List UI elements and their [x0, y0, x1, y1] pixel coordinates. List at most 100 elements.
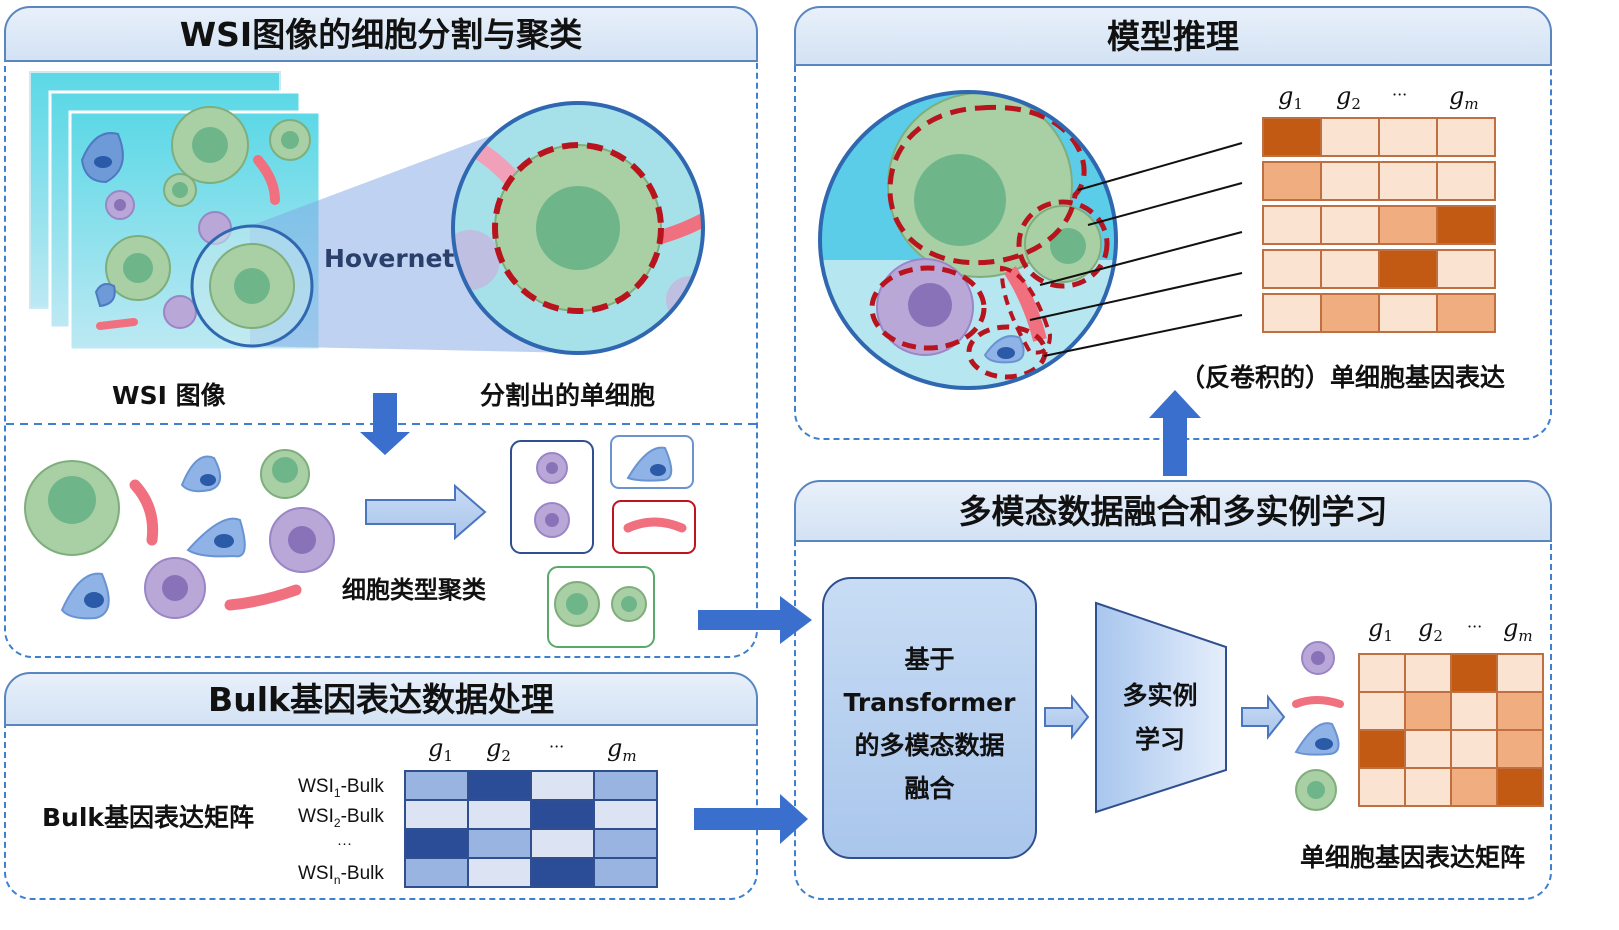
heatmap-cell	[1436, 161, 1496, 201]
transformer-fusion-text: 基于 Transformer 的多模态数据 融合	[823, 638, 1036, 810]
bulk-g1: g1	[428, 734, 453, 765]
heatmap-cell	[1436, 117, 1496, 157]
down-arrow	[360, 393, 410, 455]
inf-dots: ···	[1392, 85, 1407, 104]
gene-headers: g1 g2 ··· gm g1 g2 ··· gm g1 g2 ··· gm	[428, 82, 1533, 765]
heatmap-cell	[1450, 767, 1498, 807]
hovernet-label: Hovernet	[324, 244, 455, 273]
heatmap-cell	[530, 770, 595, 801]
bulk-row-label: ···	[337, 835, 352, 852]
heatmap-cell	[1262, 161, 1322, 201]
heatmap-cell	[1404, 767, 1452, 807]
bulk-row-label: WSI2-Bulk	[298, 806, 384, 830]
zoom-source-nucleus	[234, 268, 270, 304]
transformer-line: 融合	[904, 774, 955, 803]
heatmap-cell	[1378, 205, 1438, 245]
heatmap-cell	[1262, 293, 1322, 333]
heatmap-cell	[1378, 161, 1438, 201]
heatmap-cell	[1450, 691, 1498, 731]
bulk-panel-title: Bulk基因表达数据处理	[4, 672, 758, 726]
heatmap-cell	[467, 799, 532, 830]
heatmap-cell	[1404, 691, 1452, 731]
mixed-cells	[24, 449, 335, 620]
mil-line: 学习	[1134, 725, 1185, 754]
bulk-row-label: WSI1-Bulk	[298, 776, 384, 800]
heatmap-cell	[530, 857, 595, 888]
heatmap-cell	[593, 857, 658, 888]
heatmap-cell	[1320, 249, 1380, 289]
sc-g2: g2	[1418, 614, 1443, 645]
cluster-boxes	[510, 435, 696, 648]
heatmap-cell	[1496, 653, 1544, 693]
heatmap-cell	[404, 857, 469, 888]
heatmap-cell	[1320, 117, 1380, 157]
bulk-row-label: WSIn-Bulk	[298, 863, 384, 887]
cluster-arrow	[365, 483, 487, 541]
bulk-gm: gm	[607, 734, 637, 765]
inf-g1: g1	[1278, 82, 1303, 113]
heatmap-cell	[1450, 729, 1498, 769]
inf-g2: g2	[1336, 82, 1361, 113]
wsi-panel-title: WSI图像的细胞分割与聚类	[4, 6, 758, 62]
heatmap-cell	[1320, 161, 1380, 201]
inf-gm: gm	[1449, 82, 1479, 113]
sc-heatmap	[1358, 653, 1544, 807]
output-cell-icons	[1292, 641, 1344, 811]
sc-g1: g1	[1368, 614, 1393, 645]
bulk-matrix-label: Bulk基因表达矩阵	[42, 803, 255, 832]
heatmap-cell	[1378, 293, 1438, 333]
bulk-g2: g2	[486, 734, 511, 765]
inference-lens	[818, 90, 1118, 390]
mil-funnel	[1095, 601, 1227, 814]
heatmap-cell	[1404, 729, 1452, 769]
fusion-to-mil-arrow	[1044, 694, 1090, 740]
mil-line: 多实例	[1122, 681, 1198, 710]
heatmap-cell	[467, 828, 532, 859]
inference-pointer-lines	[1029, 142, 1243, 357]
bulk-dots: ···	[549, 737, 564, 756]
heatmap-cell	[1436, 249, 1496, 289]
wsi-image-label: WSI 图像	[112, 381, 226, 410]
sc-matrix-label: 单细胞基因表达矩阵	[1300, 843, 1526, 872]
cell-cluster-label: 细胞类型聚类	[342, 576, 486, 604]
fusion-panel-title: 多模态数据融合和多实例学习	[794, 480, 1552, 542]
heatmap-cell	[1450, 653, 1498, 693]
bulk-heatmap	[404, 770, 658, 888]
sc-gm: gm	[1503, 614, 1533, 645]
wsi-tile-cells	[80, 106, 311, 330]
fusion-to-inference-arrow	[1149, 390, 1201, 476]
heatmap-cell	[1378, 117, 1438, 157]
heatmap-cell	[1320, 205, 1380, 245]
heatmap-cell	[1496, 767, 1544, 807]
transformer-line: 基于	[904, 645, 955, 674]
transformer-line: 的多模态数据	[854, 731, 1005, 760]
segmented-cell-lens	[451, 101, 705, 355]
heatmap-cell	[593, 799, 658, 830]
wsi-to-fusion-arrow	[698, 596, 812, 644]
deconv-expression-label: （反卷积的）单细胞基因表达	[1180, 363, 1506, 392]
heatmap-cell	[593, 770, 658, 801]
heatmap-cell	[1378, 249, 1438, 289]
inference-heatmap	[1262, 117, 1496, 333]
heatmap-cell	[593, 828, 658, 859]
heatmap-cell	[1496, 729, 1544, 769]
heatmap-cell	[404, 770, 469, 801]
heatmap-cell	[1404, 653, 1452, 693]
heatmap-cell	[1262, 205, 1322, 245]
heatmap-cell	[467, 857, 532, 888]
heatmap-cell	[404, 828, 469, 859]
inference-panel-title: 模型推理	[794, 6, 1552, 66]
heatmap-cell	[404, 799, 469, 830]
heatmap-cell	[1320, 293, 1380, 333]
heatmap-cell	[1358, 767, 1406, 807]
heatmap-cell	[1496, 691, 1544, 731]
heatmap-cell	[467, 770, 532, 801]
heatmap-cell	[1358, 691, 1406, 731]
heatmap-cell	[1358, 729, 1406, 769]
heatmap-cell	[530, 828, 595, 859]
transformer-line: Transformer	[843, 688, 1016, 717]
bulk-row-labels: WSI1-Bulk WSI2-Bulk ··· WSIn-Bulk	[298, 776, 384, 887]
heatmap-cell	[1262, 249, 1322, 289]
segmented-cell-label: 分割出的单细胞	[480, 381, 656, 410]
